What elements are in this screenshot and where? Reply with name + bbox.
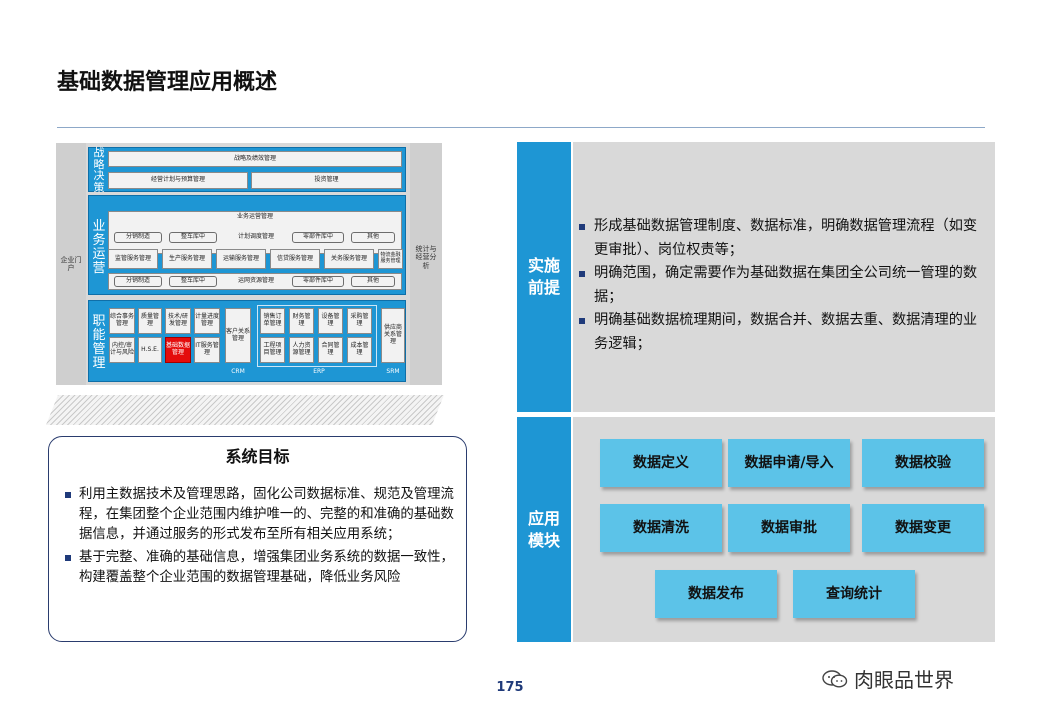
modules-tab: 应用模块 xyxy=(517,417,571,642)
erp-box: 成本管理 xyxy=(347,337,372,363)
architecture-diagram: 企业门户 统计与经营分析 战略决策 战略及绩效管理 经营计划与预算管理 投资管理… xyxy=(56,143,442,385)
srm-label: SRM xyxy=(386,368,400,375)
crm-label: CRM xyxy=(231,368,245,375)
premise-tab-label: 实施前提 xyxy=(527,256,560,297)
list-item: 利用主数据技术及管理思路，固化公司数据标准、规范及管理流程，在集团整个企业范围内… xyxy=(65,485,455,545)
functions-label: 职能管理 xyxy=(92,314,106,371)
operations-label: 业务运营 xyxy=(92,219,106,276)
erp-box: 财务管理 xyxy=(289,308,314,334)
ops-service-box: 监管服务管理 xyxy=(108,249,158,269)
ops-pill: 整车库中 xyxy=(169,276,217,287)
module-data-publish: 数据发布 xyxy=(655,570,777,618)
func-box: 计量进度管理 xyxy=(194,308,220,334)
system-goal-list: 利用主数据技术及管理思路，固化公司数据标准、规范及管理流程，在集团整个企业范围内… xyxy=(65,485,455,591)
list-item: 明确基础数据梳理期间，数据合并、数据去重、数据清理的业务逻辑； xyxy=(579,309,985,356)
module-data-change: 数据变更 xyxy=(862,504,984,552)
erp-box: 销售订单管理 xyxy=(260,308,285,334)
system-goal-title: 系统目标 xyxy=(225,447,290,466)
func-box: 技术/研发管理 xyxy=(165,308,191,334)
page-title: 基础数据管理应用概述 xyxy=(57,70,278,95)
watermark: 肉眼品世界 xyxy=(822,664,954,693)
module-data-approval: 数据审批 xyxy=(728,504,850,552)
module-data-cleansing: 数据清洗 xyxy=(600,504,722,552)
premise-list: 形成基础数据管理制度、数据标准，明确数据管理流程（如变更审批）、岗位权责等； 明… xyxy=(579,215,985,356)
erp-group xyxy=(257,305,377,367)
erp-label: ERP xyxy=(313,368,325,375)
premise-panel: 形成基础数据管理制度、数据标准，明确数据管理流程（如变更审批）、岗位权责等； 明… xyxy=(573,142,995,412)
module-data-definition: 数据定义 xyxy=(600,439,722,487)
crm-box: 客户关系管理 xyxy=(225,308,251,363)
strategy-label: 战略决策 xyxy=(93,146,105,194)
strategy-box: 经营计划与预算管理 xyxy=(108,172,248,189)
title-divider xyxy=(57,127,985,128)
operations-top-label: 业务运营管理 xyxy=(236,213,273,220)
modules-tab-label: 应用模块 xyxy=(527,508,560,550)
func-box: 质量管理 xyxy=(138,308,162,334)
erp-box: 合同管理 xyxy=(318,337,343,363)
module-data-request-import: 数据申请/导入 xyxy=(728,439,850,487)
diagram-base-hatch xyxy=(46,395,444,425)
func-box: 内控/审计与风险 xyxy=(109,337,135,363)
functions-band: 职能管理 综合事务管理 内控/审计与风险 质量管理 H.S.E. 技术/研发管理… xyxy=(88,300,406,382)
ops-pill: 其他 xyxy=(351,276,395,287)
list-item: 形成基础数据管理制度、数据标准，明确数据管理流程（如变更审批）、岗位权责等； xyxy=(579,215,985,262)
erp-box: 采购管理 xyxy=(347,308,372,334)
system-goal-box: 系统目标 利用主数据技术及管理思路，固化公司数据标准、规范及管理流程，在集团整个… xyxy=(48,436,467,642)
ops-service-box: 物流金融服务管理 xyxy=(378,249,403,269)
erp-box: 工程项目管理 xyxy=(260,337,285,363)
premise-tab: 实施前提 xyxy=(517,142,571,412)
operations-band: 业务运营 业务运营管理 分销制造 整车库中 计划调度管理 零部件库中 其他 监管… xyxy=(88,195,406,295)
analytics-column: 统计与经营分析 xyxy=(410,143,442,385)
wechat-icon xyxy=(822,669,848,689)
erp-box: 设备管理 xyxy=(318,308,343,334)
ops-service-box: 运输服务管理 xyxy=(216,249,266,269)
func-box: H.S.E. xyxy=(138,337,162,363)
enterprise-portal-label: 企业门户 xyxy=(60,256,82,273)
page-number: 175 xyxy=(496,680,524,695)
ops-pill: 零部件库中 xyxy=(292,276,344,287)
list-item: 基于完整、准确的基础信息，增强集团业务系统的数据一致性，构建覆盖整个企业范围的数… xyxy=(65,548,455,588)
master-data-highlight-box: 基础数据管理 xyxy=(165,337,191,363)
strategy-top-box: 战略及绩效管理 xyxy=(108,151,402,167)
watermark-text: 肉眼品世界 xyxy=(854,668,954,692)
ops-text: 计划调度管理 xyxy=(237,233,274,241)
ops-text: 运网资源管理 xyxy=(237,277,274,285)
module-query-statistics: 查询统计 xyxy=(793,570,915,618)
modules-panel: 数据定义 数据申请/导入 数据校验 数据清洗 数据审批 数据变更 数据发布 查询… xyxy=(573,417,995,642)
srm-box: 供应商关系管理 xyxy=(381,308,405,363)
ops-pill: 零部件库中 xyxy=(292,232,344,243)
ops-pill: 其他 xyxy=(351,232,395,243)
module-data-validation: 数据校验 xyxy=(862,439,984,487)
ops-pill: 分销制造 xyxy=(114,276,162,287)
ops-pill: 分销制造 xyxy=(114,232,162,243)
ops-service-box: 关务服务管理 xyxy=(324,249,374,269)
strategy-band: 战略决策 战略及绩效管理 经营计划与预算管理 投资管理 xyxy=(88,146,406,194)
ops-service-box: 信贷服务管理 xyxy=(270,249,320,269)
erp-box: 人力资源管理 xyxy=(289,337,314,363)
analytics-label: 统计与经营分析 xyxy=(415,245,437,270)
ops-service-box: 生产服务管理 xyxy=(162,249,212,269)
func-box: 综合事务管理 xyxy=(109,308,135,334)
enterprise-portal-column: 企业门户 xyxy=(56,143,86,385)
ops-pill: 整车库中 xyxy=(169,232,217,243)
strategy-box: 投资管理 xyxy=(251,172,402,189)
func-box: IT服务管理 xyxy=(194,337,220,363)
list-item: 明确范围，确定需要作为基础数据在集团全公司统一管理的数据； xyxy=(579,262,985,309)
